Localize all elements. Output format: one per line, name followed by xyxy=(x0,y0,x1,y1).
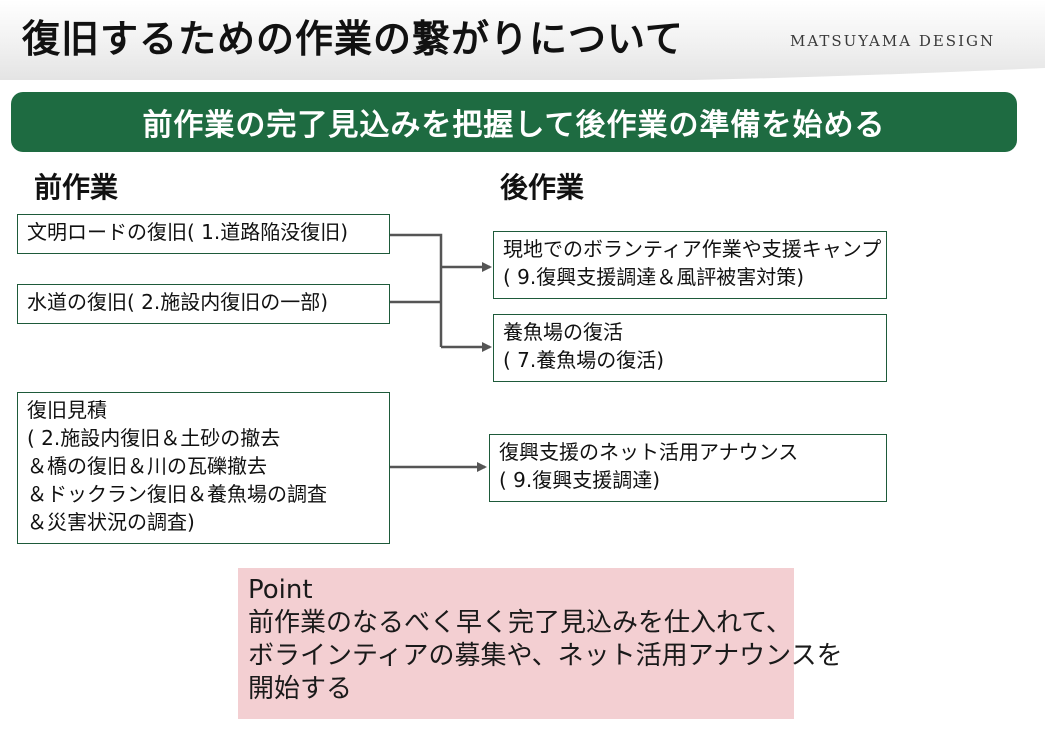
task-line: ＆ドックラン復旧＆養魚場の調査 xyxy=(27,482,327,506)
point-line: 前作業のなるべく早く完了見込みを仕入れて、 xyxy=(248,608,792,638)
point-callout: Point 前作業のなるべく早く完了見込みを仕入れて、 ボラインティアの募集や、… xyxy=(238,568,843,719)
before-task-water: 水道の復旧( 2.施設内復旧の一部) xyxy=(17,284,390,324)
point-heading: Point xyxy=(248,575,313,605)
task-line: ( 9.復興支援調達) xyxy=(499,468,661,492)
title-bar: 復旧するための作業の繋がりについて MATSUYAMA DESIGN xyxy=(0,0,1045,100)
task-line: 文明ロードの復旧( 1.道路陥没復旧) xyxy=(27,220,349,244)
after-column-heading: 後作業 xyxy=(500,171,585,204)
task-line: ( 9.復興支援調達＆風評被害対策) xyxy=(503,265,805,289)
before-task-road: 文明ロードの復旧( 1.道路陥没復旧) xyxy=(17,214,390,254)
point-line: 開始する xyxy=(248,674,353,704)
point-line: ボラインティアの募集や、ネット活用アナウンスを xyxy=(248,641,843,671)
after-task-announcement: 復興支援のネット活用アナウンス ( 9.復興支援調達) xyxy=(489,434,887,502)
task-line: 現地でのボランティア作業や支援キャンプ xyxy=(503,237,882,261)
page-title: 復旧するための作業の繋がりについて xyxy=(22,17,684,61)
task-line: 復旧見積 xyxy=(27,398,107,422)
after-task-volunteer: 現地でのボランティア作業や支援キャンプ ( 9.復興支援調達＆風評被害対策) xyxy=(493,231,887,299)
before-column-heading: 前作業 xyxy=(34,171,119,204)
task-line: 養魚場の復活 xyxy=(503,320,623,344)
task-line: 水道の復旧( 2.施設内復旧の一部) xyxy=(27,290,329,314)
task-line: ＆橋の復旧＆川の瓦礫撤去 xyxy=(27,454,267,478)
task-line: ( 2.施設内復旧＆土砂の撤去 xyxy=(27,426,281,450)
banner: 前作業の完了見込みを把握して後作業の準備を始める xyxy=(11,92,1017,152)
connector-road-to-merge xyxy=(390,233,443,347)
task-line: ＆災害状況の調査) xyxy=(27,510,195,534)
brand-logo: MATSUYAMA DESIGN xyxy=(790,32,996,50)
task-line: ( 7.養魚場の復活) xyxy=(503,348,665,372)
after-task-fish-farm: 養魚場の復活 ( 7.養魚場の復活) xyxy=(493,314,887,382)
task-line: 復興支援のネット活用アナウンス xyxy=(499,440,799,464)
before-task-estimate: 復旧見積 ( 2.施設内復旧＆土砂の撤去 ＆橋の復旧＆川の瓦礫撤去 ＆ドックラン… xyxy=(17,392,390,544)
